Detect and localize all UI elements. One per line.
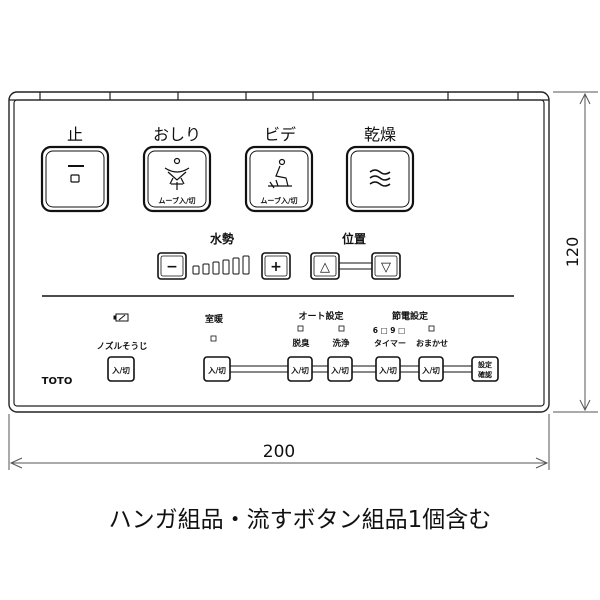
nozzle-clean-label: ノズルそうじ [96,341,147,352]
button-link-lines [230,365,472,373]
timer-hours-label: 6 □ 9 □ [373,326,405,335]
pressure-level-indicator [192,255,250,275]
nozzle-clean-button[interactable]: 入/切 [107,356,135,382]
stop-label: 止 [67,125,83,144]
wash-label: 洗浄 [332,338,350,349]
battery-icon [113,313,129,322]
bidet-label: ビデ [264,125,296,144]
omakase-button[interactable]: 入/切 [418,356,444,382]
stop-button[interactable] [40,145,110,213]
energy-settings-label: 節電設定 [391,310,429,322]
oshiri-label: おしり [153,125,201,144]
position-label: 位置 [342,231,366,246]
oshiri-sub-label: ムーブ入/切 [158,196,195,205]
top-tabs [9,92,549,101]
room-heat-label: 室暖 [205,313,224,325]
bidet-button[interactable]: ムーブ入/切 [244,145,314,213]
oshiri-button[interactable]: ムーブ入/切 [142,145,212,213]
toto-logo: TOTO [42,376,73,387]
settings-confirm-line1: 設定 [478,360,492,369]
panel-outline [8,91,550,413]
warm-air-icon [369,169,391,187]
svg-text:入/切: 入/切 [378,365,397,375]
wash-button[interactable]: 入/切 [327,356,353,382]
svg-text:入/切: 入/切 [421,365,440,375]
stop-indicator-icon [70,174,80,183]
position-link [339,262,372,270]
bidet-sub-label: ムーブ入/切 [260,196,297,205]
pressure-minus-button[interactable]: − [157,252,187,280]
oshiri-spray-icon [164,157,190,190]
width-dimension [8,414,550,470]
position-down-button[interactable]: ▽ [371,252,401,280]
svg-text:−: − [166,259,178,275]
svg-text:△: △ [320,260,330,275]
width-value: 200 [263,442,295,462]
settings-confirm-line2: 確認 [478,370,492,379]
deodorize-button[interactable]: 入/切 [287,356,313,382]
wash-indicator [338,325,345,332]
svg-text:+: + [270,259,282,275]
svg-text:入/切: 入/切 [290,365,309,375]
svg-text:入/切: 入/切 [207,365,226,375]
timer-label: タイマー [374,338,406,348]
height-value: 120 [563,237,582,268]
auto-settings-label: オート設定 [298,310,344,322]
svg-text:入/切: 入/切 [111,365,130,375]
room-heat-indicator [210,335,217,342]
water-pressure-label: 水勢 [210,231,234,246]
settings-confirm-button[interactable]: 設定 確認 [471,356,499,382]
deodorize-indicator [297,325,304,332]
timer-button[interactable]: 入/切 [375,356,401,382]
height-dimension [553,91,598,413]
deodorize-label: 脱臭 [292,338,310,349]
position-up-button[interactable]: △ [310,252,340,280]
pressure-plus-button[interactable]: + [261,252,291,280]
room-heat-button[interactable]: 入/切 [203,356,231,382]
svg-text:▽: ▽ [381,260,391,275]
dry-button[interactable] [345,145,415,213]
dry-label: 乾燥 [364,125,396,144]
omakase-indicator [428,325,435,332]
omakase-label: おまかせ [416,339,448,348]
caption: ハンガ組品・流すボタン組品1個含む [109,507,492,533]
bidet-person-icon [268,158,292,189]
svg-text:入/切: 入/切 [330,365,349,375]
